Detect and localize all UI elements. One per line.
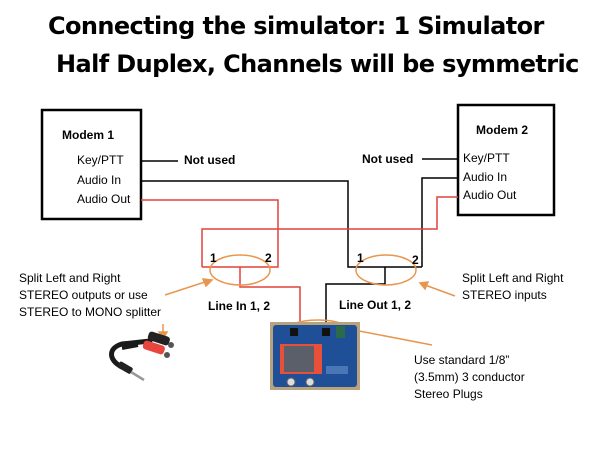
splitter-cable-image xyxy=(109,331,174,382)
title-line-2: Half Duplex, Channels will be symmetric xyxy=(56,50,579,78)
line-in-pin-1: 1 xyxy=(210,251,217,265)
wire-line-in-stem xyxy=(239,267,301,322)
arrowhead-right-note xyxy=(418,281,430,291)
modem-2-title: Modem 2 xyxy=(476,123,529,137)
note-bottom-line-1: Use standard 1/8” xyxy=(414,353,510,367)
wire-modem1-audio-in xyxy=(141,180,422,268)
modem-1-pin-key-ptt: Key/PTT xyxy=(77,153,124,167)
modem-2-pin-audio-out: Audio Out xyxy=(463,188,517,202)
note-left-line-2: STEREO outputs or use xyxy=(19,288,148,302)
line-out-label: Line Out 1, 2 xyxy=(339,298,412,312)
modem-2-not-used-label: Not used xyxy=(362,152,414,166)
line-out-pin-1: 1 xyxy=(357,251,364,265)
arrow-right-note xyxy=(424,284,456,297)
modem-1-title: Modem 1 xyxy=(62,128,115,142)
line-out-pin-2: 2 xyxy=(412,253,419,267)
note-bottom-line-3: Stereo Plugs xyxy=(414,387,483,401)
arrowhead-left-note xyxy=(201,278,214,288)
note-right-line-2: STEREO inputs xyxy=(462,288,547,302)
note-left-line-1: Split Left and Right xyxy=(19,271,121,285)
arrow-left-note xyxy=(164,280,209,296)
line-out-ellipse xyxy=(355,254,417,286)
simulator-board-image xyxy=(270,322,360,390)
title-line-1: Connecting the simulator: 1 Simulator xyxy=(48,12,544,40)
wire-line-out-stem xyxy=(325,267,386,322)
wire-modem2-audio-out xyxy=(201,196,458,267)
modem-1-not-used-label: Not used xyxy=(184,153,236,167)
modem-1-pin-audio-out: Audio Out xyxy=(77,192,131,206)
note-left-line-3: STEREO to MONO splitter xyxy=(19,305,162,319)
note-right-line-1: Split Left and Right xyxy=(462,271,564,285)
modem-2-box xyxy=(456,103,556,217)
modem-2-pin-key-ptt: Key/PTT xyxy=(463,151,510,165)
wire-modem2-audio-in xyxy=(421,177,458,267)
modem-2-pin-audio-in: Audio In xyxy=(463,170,508,184)
note-bottom-line-2: (3.5mm) 3 conductor xyxy=(414,370,525,384)
line-in-ellipse xyxy=(209,254,271,286)
note-right: Split Left and Right STEREO inputs xyxy=(462,270,563,304)
modem-1-box xyxy=(40,108,143,221)
line-in-pin-2: 2 xyxy=(265,251,272,265)
line-in-label: Line In 1, 2 xyxy=(208,299,271,313)
arrow-bottom-note xyxy=(353,329,433,346)
note-bottom: Use standard 1/8” (3.5mm) 3 conductor St… xyxy=(414,352,525,403)
note-left: Split Left and Right STEREO outputs or u… xyxy=(19,270,161,321)
modem-1-pin-audio-in: Audio In xyxy=(77,173,122,187)
